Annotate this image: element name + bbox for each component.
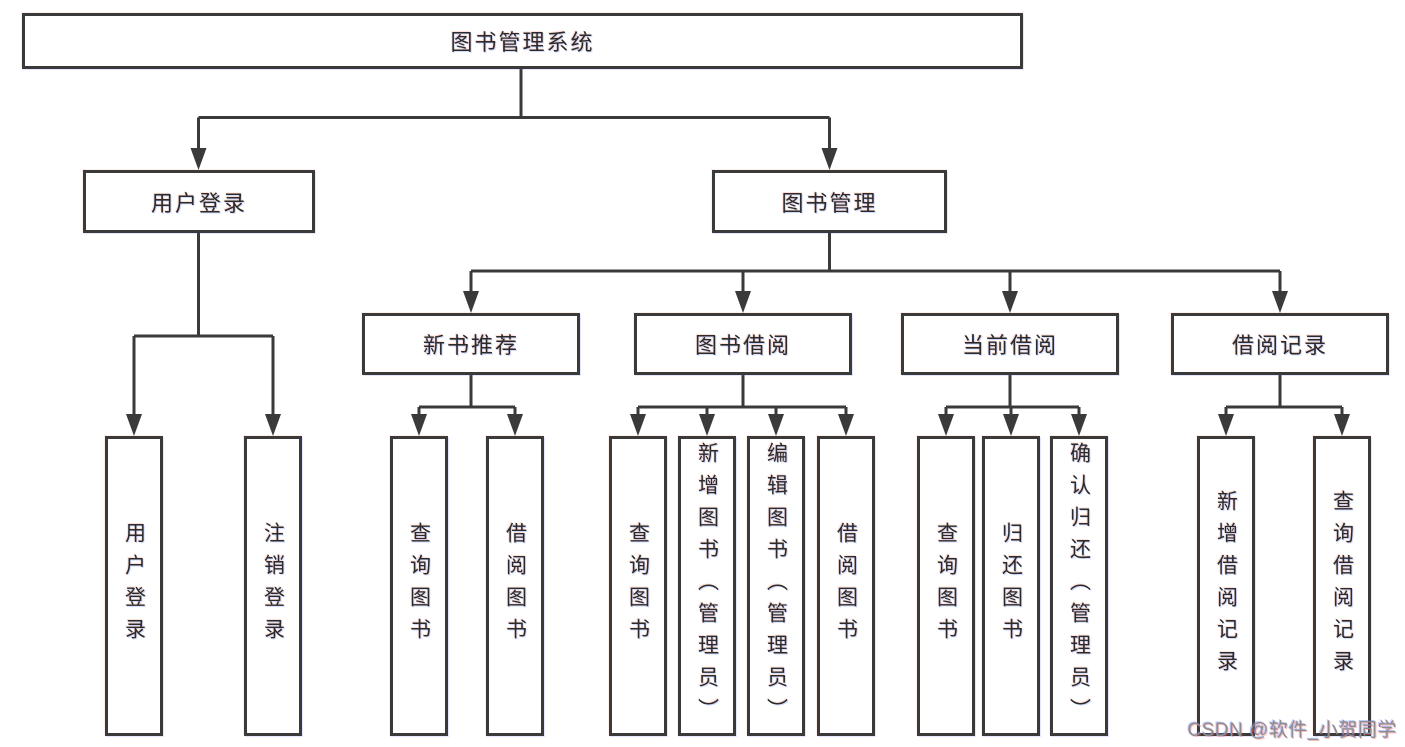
node-borrow-records-label: 借阅记录 (1231, 333, 1328, 358)
leaf-query-books-borrow: 查询图书 (609, 436, 667, 736)
leaf-add-books-admin-label: 新增图书（管理员） (695, 442, 719, 730)
leaf-query-borrow-record: 查询借阅记录 (1313, 436, 1371, 736)
leaf-logout: 注销登录 (244, 436, 302, 736)
node-book-management-label: 图书管理 (781, 190, 878, 216)
leaf-confirm-return-admin: 确认归还（管理员） (1050, 436, 1108, 736)
node-user-login-label: 用户登录 (150, 190, 247, 216)
leaf-edit-books-admin: 编辑图书（管理员） (747, 436, 805, 736)
node-book-borrow-label: 图书借阅 (694, 333, 791, 358)
node-borrow-records: 借阅记录 (1171, 313, 1389, 375)
node-current-borrow: 当前借阅 (901, 313, 1119, 375)
leaf-user-login: 用户登录 (105, 436, 163, 736)
leaf-logout-label: 注销登录 (261, 522, 285, 650)
node-root-system: 图书管理系统 (22, 13, 1023, 69)
leaf-query-books-current-label: 查询图书 (934, 522, 958, 650)
leaf-borrow-books-label: 借阅图书 (834, 522, 858, 650)
leaf-query-books-recommend-label: 查询图书 (407, 522, 431, 650)
leaf-return-books-label: 归还图书 (999, 522, 1023, 650)
leaf-borrow-books-recommend-label: 借阅图书 (503, 522, 527, 650)
node-current-borrow-label: 当前借阅 (961, 333, 1058, 358)
node-user-login: 用户登录 (83, 170, 315, 233)
leaf-borrow-books-recommend: 借阅图书 (486, 436, 544, 736)
node-new-book-recommend: 新书推荐 (362, 313, 580, 375)
leaf-query-books-current: 查询图书 (917, 436, 975, 736)
leaf-edit-books-admin-label: 编辑图书（管理员） (764, 442, 788, 730)
leaf-borrow-books: 借阅图书 (817, 436, 875, 736)
leaf-query-books-recommend: 查询图书 (390, 436, 448, 736)
csdn-watermark: CSDN @软件_小贺同学 (1187, 720, 1397, 741)
leaf-add-borrow-record: 新增借阅记录 (1197, 436, 1255, 736)
node-root-label: 图书管理系统 (450, 30, 595, 55)
node-book-management: 图书管理 (712, 170, 947, 233)
leaf-return-books: 归还图书 (982, 436, 1040, 736)
leaf-confirm-return-admin-label: 确认归还（管理员） (1067, 442, 1091, 730)
node-book-borrow: 图书借阅 (634, 313, 852, 375)
leaf-query-borrow-record-label: 查询借阅记录 (1330, 490, 1354, 682)
leaf-add-borrow-record-label: 新增借阅记录 (1214, 490, 1238, 682)
leaf-user-login-label: 用户登录 (122, 522, 146, 650)
leaf-query-books-borrow-label: 查询图书 (626, 522, 650, 650)
node-new-book-recommend-label: 新书推荐 (422, 333, 519, 358)
leaf-add-books-admin: 新增图书（管理员） (678, 436, 736, 736)
